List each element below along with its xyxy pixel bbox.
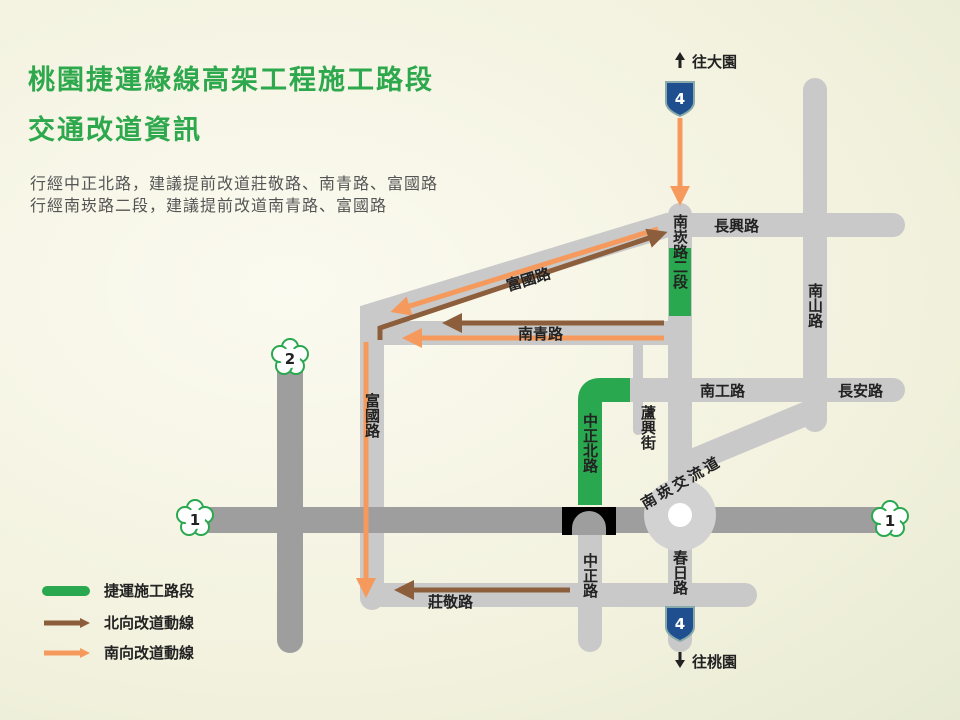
arrow-up-icon (675, 52, 685, 68)
legend-label: 捷運施工路段 (104, 582, 195, 600)
legend-northbound: 北向改道動線 (42, 612, 194, 633)
label-nangong: 南工路 (700, 382, 746, 400)
svg-text:4: 4 (675, 615, 685, 633)
tunnel-icon (562, 507, 616, 535)
label-nankan2: 南崁路二段 (671, 213, 689, 290)
route1-marker-left: 1 (176, 499, 214, 536)
label-zhuangjing: 莊敬路 (428, 593, 474, 611)
label-changxing: 長興路 (714, 217, 760, 235)
direction-north: 往大園 (692, 53, 737, 71)
note-2: 行經南崁路二段，建議提前改道南青路、富國路 (30, 196, 388, 215)
label-zhongzhengbei: 中正北路 (581, 412, 599, 473)
label-luxing: 蘆興街 (639, 404, 657, 451)
route2-marker: 2 (271, 338, 309, 375)
label-zhongzheng: 中正路 (581, 552, 599, 598)
svg-text:1: 1 (885, 512, 895, 530)
note-1: 行經中正北路，建議提前改道莊敬路、南青路、富國路 (30, 174, 439, 193)
hwy4-shield-bottom: 4 (665, 606, 695, 643)
northbound-detour (377, 228, 668, 600)
southbound-detour (356, 118, 690, 598)
label-chunri: 春日路 (671, 549, 689, 595)
direction-south: 往桃園 (692, 653, 737, 671)
roads-light (360, 78, 905, 652)
label-changan: 長安路 (838, 382, 884, 400)
legend-swatch-green (42, 585, 90, 596)
page-title: 桃園捷運綠線高架工程施工路段 (28, 65, 434, 96)
legend-label: 南向改道動線 (104, 644, 195, 662)
legend-label: 北向改道動線 (104, 614, 195, 632)
legend-arrow-brown (44, 617, 90, 628)
label-fuguo-vert: 富國路 (363, 392, 381, 438)
arrow-down-icon (675, 652, 685, 668)
legend-arrow-orange (44, 647, 90, 658)
legend-construction: 捷運施工路段 (42, 580, 194, 601)
page-subtitle: 交通改道資訊 (28, 115, 202, 146)
svg-text:4: 4 (675, 90, 685, 108)
svg-text:2: 2 (285, 350, 295, 368)
label-nanqing: 南青路 (518, 325, 564, 343)
route1-marker-right: 1 (871, 500, 909, 537)
label-nanshan: 南山路 (806, 282, 824, 328)
construction-sections (578, 248, 691, 505)
hwy4-shield-top: 4 (665, 81, 695, 118)
roads-dark (195, 357, 885, 653)
legend-southbound: 南向改道動線 (42, 642, 194, 663)
svg-text:1: 1 (190, 511, 200, 529)
